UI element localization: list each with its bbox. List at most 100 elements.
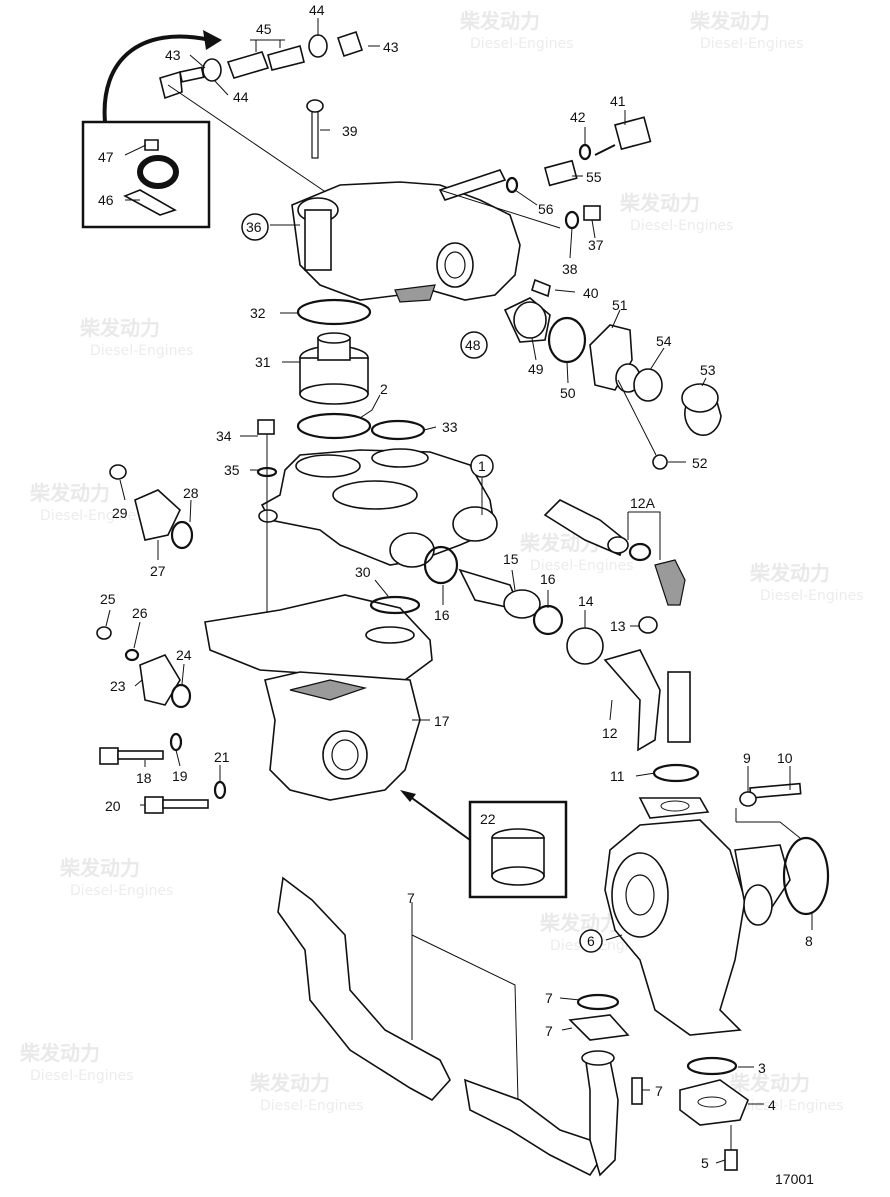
watermark-sub: Diesel-Engines [630,218,733,234]
callout-label: 31 [255,354,271,370]
watermark-text: 柴发动力 [79,316,160,340]
callout-label: 7 [655,1083,663,1099]
callout-label: 12A [630,495,656,511]
water-pump [604,763,830,1036]
callout-labels: 43 45 44 43 44 47 46 39 42 41 55 56 37 3… [98,2,813,1171]
thermostat-and-seals [296,298,426,441]
callout-label: 41 [610,93,626,109]
callout-label: 35 [224,462,240,478]
callout-label: 36 [246,219,262,235]
watermark-text: 柴发动力 [249,1071,330,1095]
callout-label: 23 [110,678,126,694]
callout-label: 3 [758,1060,766,1076]
watermark-text: 柴发动力 [749,561,830,585]
watermark-sub: Diesel-Engines [30,1068,133,1084]
watermark-sub: Diesel-Engines [470,36,573,52]
cover-27-29 [109,464,194,550]
callout-label: 38 [562,261,578,277]
lower-housing [204,594,433,801]
callout-label: 7 [407,890,415,906]
callout-label: 14 [578,593,594,609]
callout-label: 45 [256,21,272,37]
watermark-text: 柴发动力 [19,1041,100,1065]
callout-label: 4 [768,1097,776,1113]
bypass-pipe-group [423,499,691,752]
callout-label: 16 [434,607,450,623]
watermark-text: 柴发动力 [59,856,140,880]
outlet-elbow-group [503,297,722,470]
watermark-sub: Diesel-Engines [530,558,633,574]
thermostat-housing-upper [291,99,521,303]
callout-label: 27 [150,563,166,579]
callout-label: 13 [610,618,626,634]
callout-label: 24 [176,647,192,663]
cover-23-26 [96,626,192,709]
callout-label: 5 [701,1155,709,1171]
callout-label: 39 [342,123,358,139]
watermark-text: 柴发动力 [619,191,700,215]
watermark-sub: Diesel-Engines [760,588,863,604]
watermark-text: 柴发动力 [689,9,770,33]
thermostat-housing-middle [258,448,498,568]
watermark-sub: Diesel-Engines [90,343,193,359]
callout-label: 7 [545,1023,553,1039]
callout-label: 17 [434,713,450,729]
callout-label: 18 [136,770,152,786]
detail-box-clamp [81,120,211,229]
callout-label: 54 [656,333,672,349]
watermark-sub: Diesel-Engines [740,1098,843,1114]
callout-label: 50 [560,385,576,401]
callout-label: 25 [100,591,116,607]
callout-label: 56 [538,201,554,217]
watermark-sub: Diesel-Engines [70,883,173,899]
callout-label: 22 [480,811,496,827]
flange-group [679,1056,749,1171]
callout-label: 51 [612,297,628,313]
callout-label: 42 [570,109,586,125]
callout-label: 11 [610,768,625,784]
callout-label: 55 [586,169,602,185]
callout-label: 37 [588,237,604,253]
top-hose-assembly [159,30,364,196]
callout-label: 26 [132,605,148,621]
callout-label: 12 [602,725,618,741]
watermark-text: 柴发动力 [729,1071,810,1095]
callout-label: 8 [805,933,813,949]
watermark-layer: 柴发动力 Diesel-Engines 柴发动力 Diesel-Engines … [19,9,863,1114]
callout-label: 32 [250,305,266,321]
coolant-hoses [277,876,643,1177]
drawing-number: 17001 [775,1171,814,1187]
callout-label: 1 [478,458,486,474]
leader-lines [105,18,813,1164]
callout-label: 7 [545,990,553,1006]
detail-box-bushing [400,790,568,899]
watermark-text: 柴发动力 [539,911,620,935]
callout-label: 34 [216,428,232,444]
callout-label: 16 [540,571,556,587]
sensor-group [439,116,652,298]
callout-label: 10 [777,750,793,766]
callout-label: 47 [98,149,114,165]
watermark-sub: Diesel-Engines [700,36,803,52]
callout-label: 46 [98,192,114,208]
callout-label: 52 [692,455,708,471]
callout-label: 15 [503,551,519,567]
callout-label: 9 [743,750,751,766]
callout-label: 20 [105,798,121,814]
watermark-text: 柴发动力 [29,481,110,505]
callout-circles [241,213,603,953]
callout-label: 43 [165,47,181,63]
watermark-sub: Diesel-Engines [40,508,143,524]
callout-label: 2 [380,381,388,397]
callout-label: 29 [112,505,128,521]
watermark-sub: Diesel-Engines [260,1098,363,1114]
callout-label: 48 [465,337,481,353]
watermark-text: 柴发动力 [459,9,540,33]
callout-label: 49 [528,361,544,377]
callout-label: 6 [587,933,595,949]
callout-label: 30 [355,564,371,580]
callout-label: 53 [700,362,716,378]
callout-label: 44 [233,89,249,105]
